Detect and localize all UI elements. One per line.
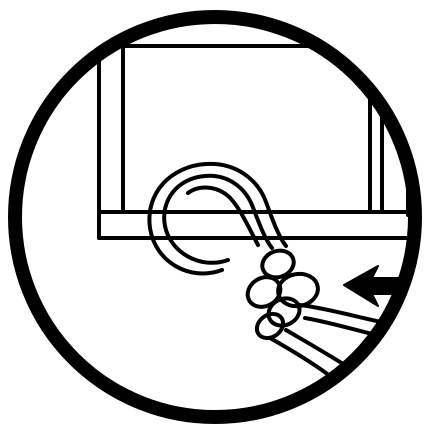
illustration-canvas xyxy=(0,0,431,434)
knot-illustration xyxy=(0,0,431,434)
